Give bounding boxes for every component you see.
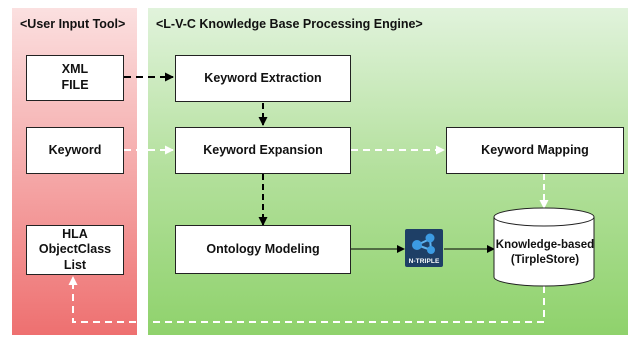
keyword-node: Keyword (26, 127, 124, 174)
keyword-expansion-node: Keyword Expansion (175, 127, 351, 174)
n-triple-label: N-TRIPLE (408, 258, 440, 265)
edge-store-to-hla (68, 276, 545, 323)
xml-file-node: XML FILE (26, 55, 124, 101)
ontology-modeling-node: Ontology Modeling (175, 225, 351, 274)
triple-store-label: Knowledge-based (TirpleStore) (495, 239, 595, 266)
hla-objectclass-list-node: HLA ObjectClass List (26, 225, 124, 275)
processing-engine-title: <L-V-C Knowledge Base Processing Engine> (156, 17, 423, 31)
n-triple-icon (405, 229, 443, 267)
user-input-tool-title: <User Input Tool> (20, 17, 126, 31)
triple-store-cylinder (493, 207, 595, 287)
keyword-extraction-node: Keyword Extraction (175, 55, 351, 102)
keyword-mapping-node: Keyword Mapping (446, 127, 624, 174)
